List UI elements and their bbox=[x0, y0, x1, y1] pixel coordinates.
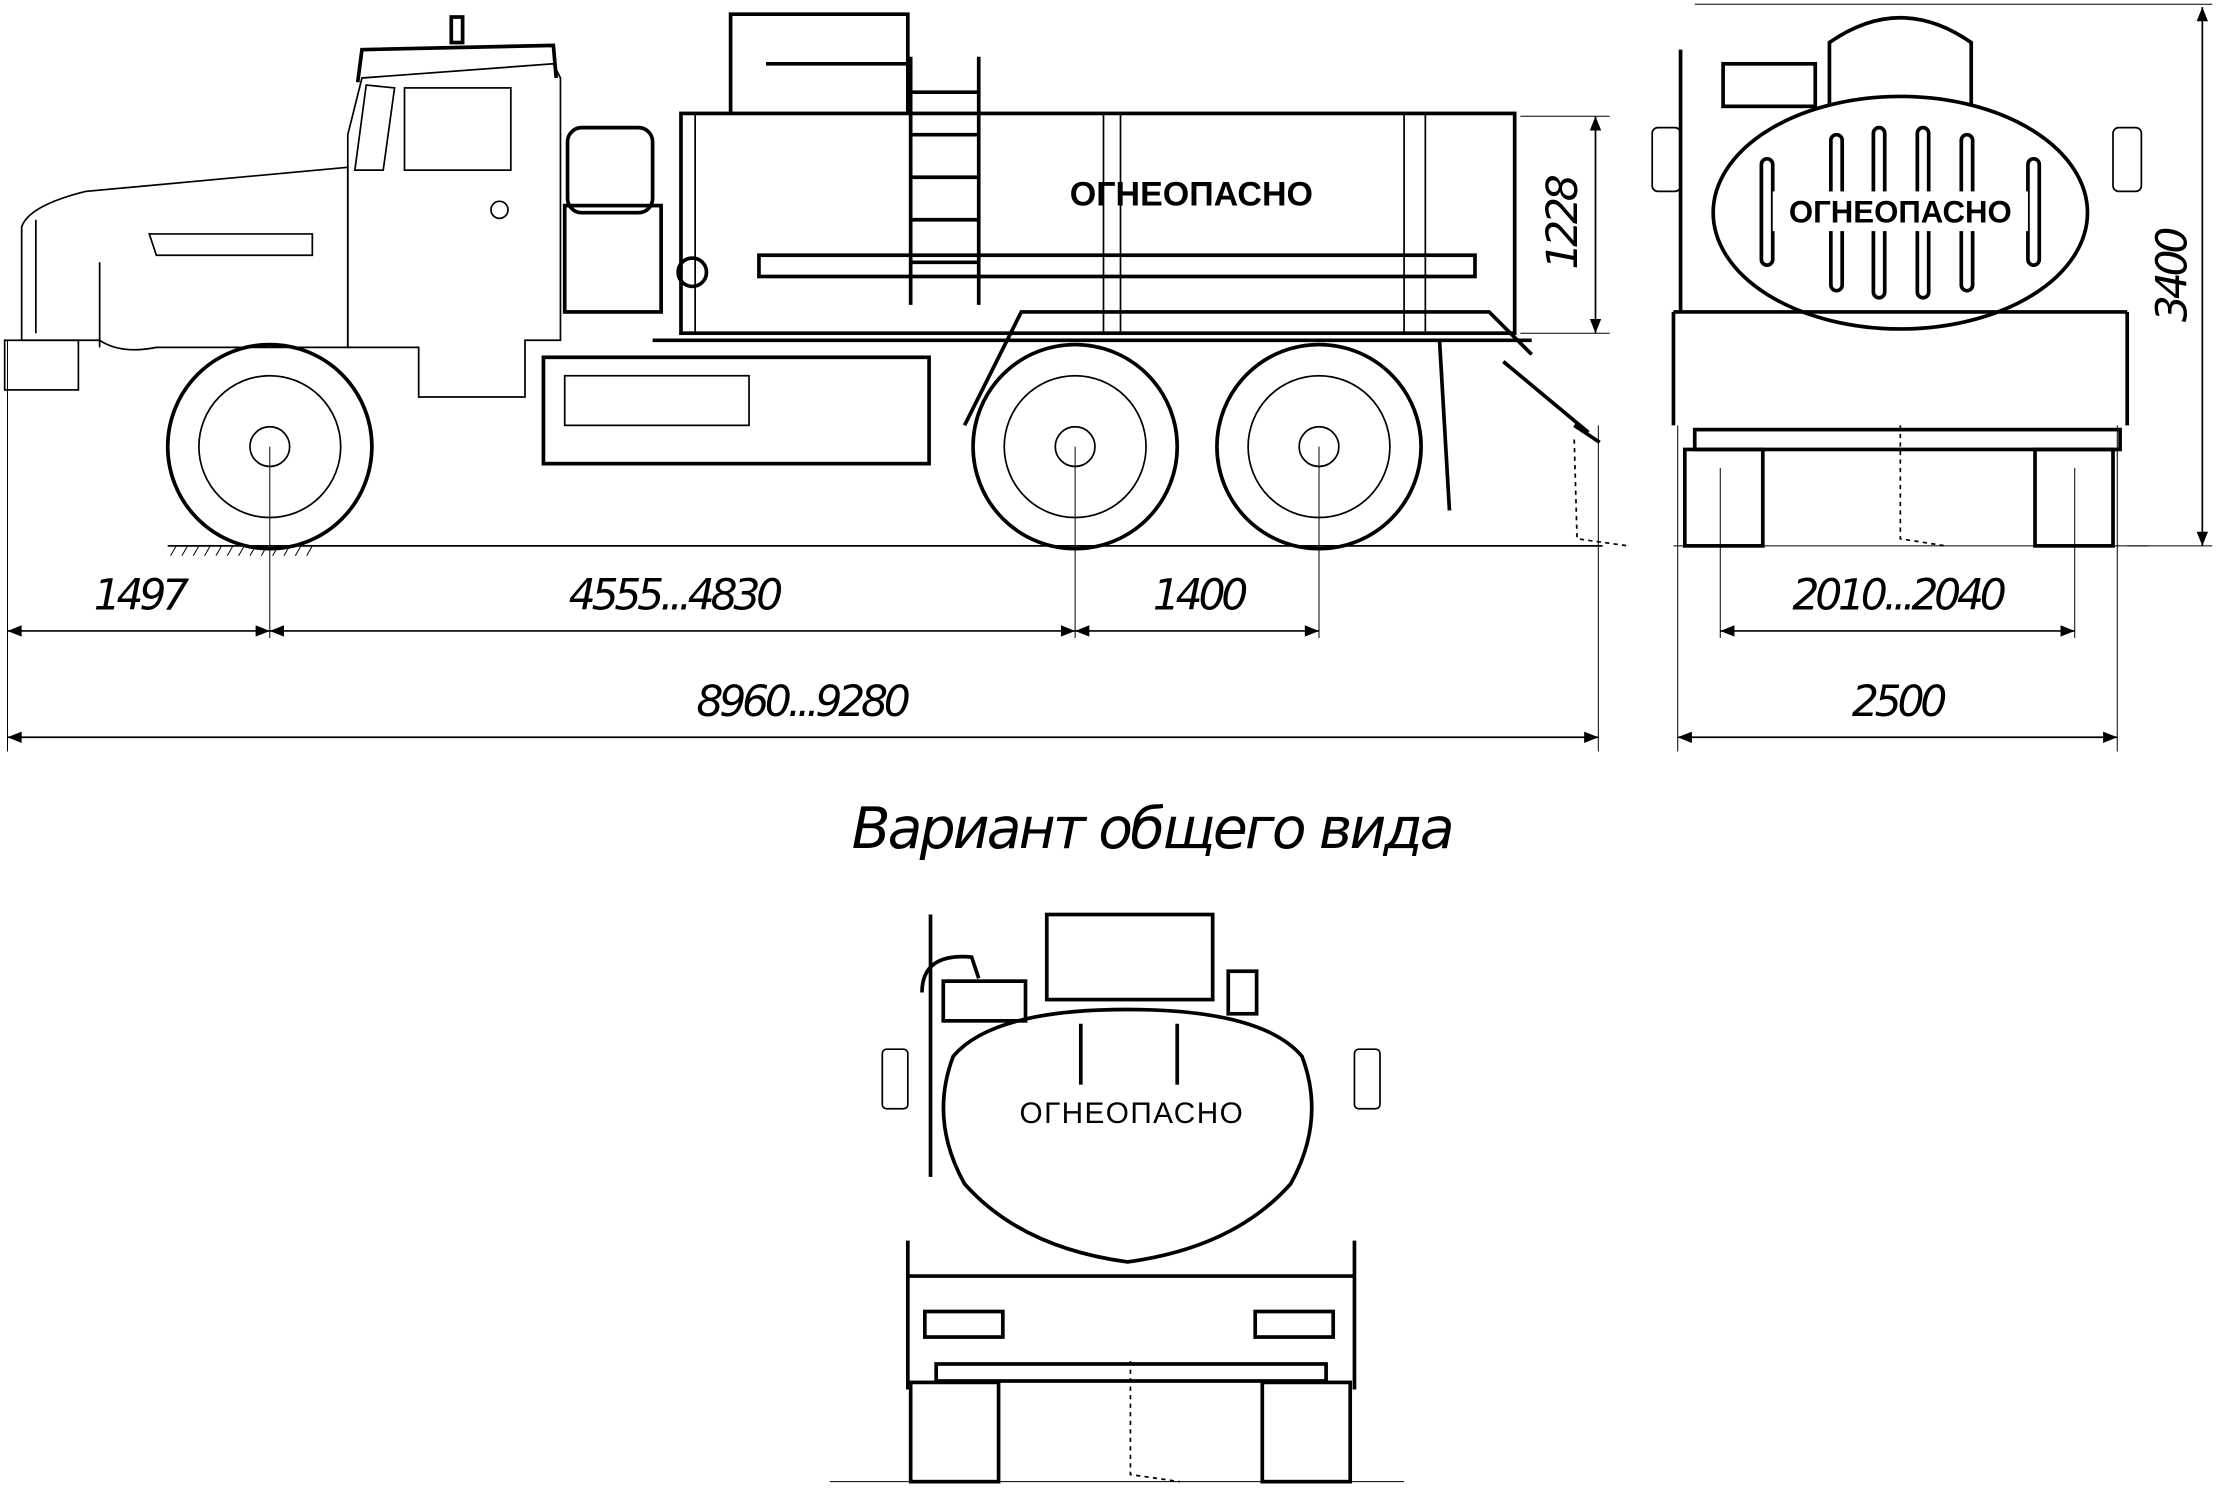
mirror-right bbox=[2112, 126, 2143, 193]
rear-bumper bbox=[1502, 360, 1601, 444]
rear-wheel-right bbox=[2033, 447, 2115, 548]
mudflap bbox=[1437, 340, 1452, 511]
variant-mirror-left bbox=[881, 1048, 909, 1110]
mirror-left bbox=[1651, 126, 1682, 193]
cab-roof-rail bbox=[355, 43, 559, 83]
rear-manhole bbox=[1827, 16, 1974, 107]
beacon bbox=[449, 15, 465, 45]
variant-chain bbox=[1129, 1361, 1181, 1483]
variant-wheel-left bbox=[908, 1380, 1001, 1484]
truck-hood bbox=[20, 166, 349, 351]
variant-top-box bbox=[1044, 912, 1215, 1002]
variant-tank-ribs bbox=[1078, 1023, 1180, 1085]
rear-dimensions: 2010...2040 2500 3400 bbox=[1677, 3, 2213, 752]
hood-details bbox=[34, 219, 314, 348]
manhole-rail bbox=[728, 12, 910, 114]
rear-chain bbox=[1899, 425, 1946, 547]
side-dimensions: 1497 4555...4830 1400 8960...9280 1228 bbox=[6, 115, 1610, 752]
air-filter bbox=[565, 125, 655, 215]
variant-beacon bbox=[1226, 969, 1259, 1016]
variant-caption: Вариант общего вида bbox=[852, 796, 1452, 862]
dim-overall-width: 2500 bbox=[1852, 678, 1945, 727]
dim-overall-length: 8960...9280 bbox=[696, 678, 908, 727]
rear-wheel-left bbox=[1682, 447, 1765, 548]
ladder bbox=[908, 56, 981, 305]
warning-label-rear: ОГНЕОПАСНО bbox=[1789, 195, 2012, 230]
dim-track-width: 2010...2040 bbox=[1792, 572, 2004, 621]
battery-box bbox=[562, 203, 663, 314]
warning-label-side: ОГНЕОПАСНО bbox=[1070, 176, 1313, 214]
variant-wheel-right bbox=[1260, 1380, 1353, 1484]
dim-tank-height: 1228 bbox=[1539, 175, 1588, 269]
variant-pipe bbox=[920, 914, 981, 1177]
rear-view: ОГНЕОПАСНО bbox=[1651, 16, 2149, 548]
valve bbox=[676, 256, 709, 289]
dim-overall-height: 3400 bbox=[2149, 229, 2198, 322]
warning-label-variant: ОГНЕОПАСНО bbox=[1019, 1097, 1244, 1130]
toolbox bbox=[541, 355, 931, 466]
rear-tank bbox=[1711, 94, 2090, 331]
windshield bbox=[353, 84, 396, 171]
ground-chain bbox=[1573, 439, 1629, 547]
front-bumper bbox=[3, 339, 80, 391]
rear-bumper-bar bbox=[1692, 427, 2122, 452]
side-view: ОГНЕОПАСНО bbox=[3, 12, 1629, 557]
variant-rear-view: ОГНЕОПАСНО bbox=[829, 912, 1405, 1484]
variant-tank bbox=[941, 1007, 1314, 1264]
cab-window bbox=[403, 87, 512, 171]
tank-body bbox=[679, 111, 1517, 336]
variant-frame bbox=[905, 1240, 1357, 1390]
dim-axle-spacing: 1400 bbox=[1153, 572, 1246, 621]
door-handle bbox=[490, 200, 509, 220]
chassis-frame bbox=[652, 310, 1533, 427]
dim-front-overhang: 1497 bbox=[94, 572, 189, 621]
ground-hatch bbox=[170, 545, 313, 557]
tank-bands bbox=[694, 113, 1427, 334]
rear-box bbox=[1721, 61, 1818, 109]
tail-light-right bbox=[1253, 1309, 1336, 1339]
cab bbox=[346, 62, 562, 398]
dim-wheelbase: 4555...4830 bbox=[569, 572, 781, 621]
variant-box bbox=[941, 979, 1028, 1023]
variant-mirror-right bbox=[1353, 1048, 1381, 1110]
side-pipe bbox=[757, 253, 1477, 279]
label-bg bbox=[1772, 191, 2028, 232]
rear-frame bbox=[1671, 49, 2130, 426]
toolbox-inner bbox=[563, 374, 750, 427]
tail-light-left bbox=[923, 1309, 1005, 1339]
